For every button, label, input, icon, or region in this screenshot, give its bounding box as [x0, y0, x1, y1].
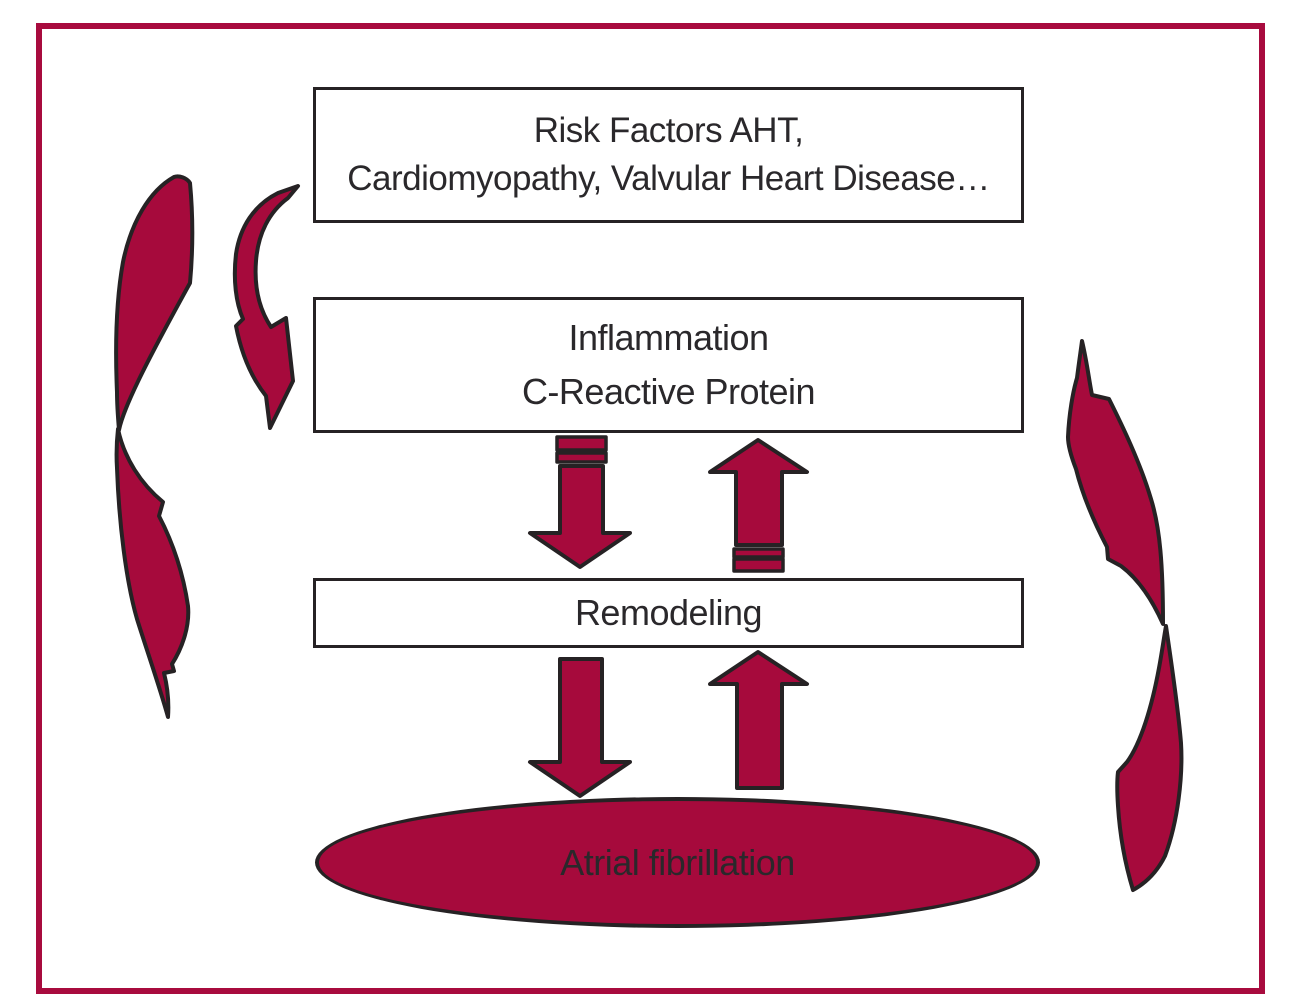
remodeling-box: Remodeling: [313, 578, 1024, 648]
atrial-fibrillation-label: Atrial fibrillation: [560, 841, 795, 883]
inflammation-line2: C-Reactive Protein: [521, 371, 816, 412]
inflammation-box: Inflammation C-Reactive Protein: [313, 297, 1024, 433]
risk-factors-line1: Risk Factors AHT,: [533, 110, 804, 150]
diagram-frame-border: [36, 23, 1265, 994]
risk-factors-line2: Cardiomyopathy, Valvular Heart Disease…: [347, 159, 990, 198]
inflammation-line1: Inflammation: [568, 317, 769, 358]
remodeling-label: Remodeling: [574, 592, 763, 634]
atrial-fibrillation-ellipse: Atrial fibrillation: [315, 797, 1040, 928]
risk-factors-box: Risk Factors AHT, Cardiomyopathy, Valvul…: [313, 87, 1024, 223]
